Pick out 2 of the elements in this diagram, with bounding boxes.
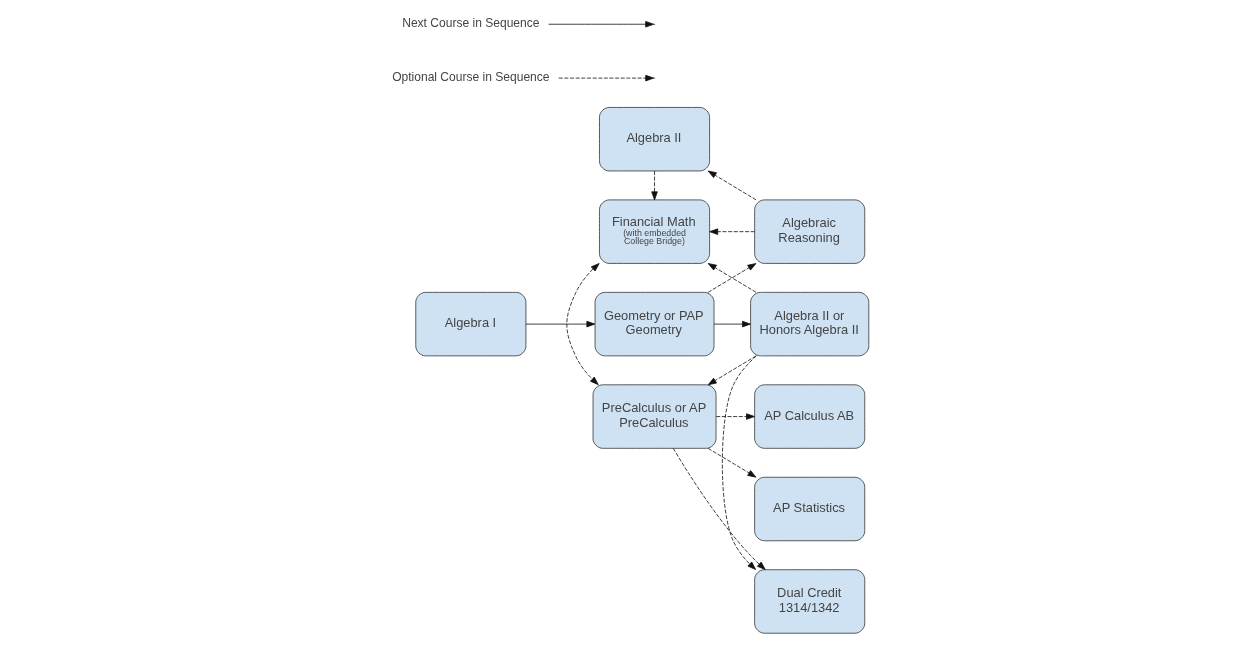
legend-label: Optional Course in Sequence [392,69,550,84]
legend-label: Next Course in Sequence [402,16,540,31]
